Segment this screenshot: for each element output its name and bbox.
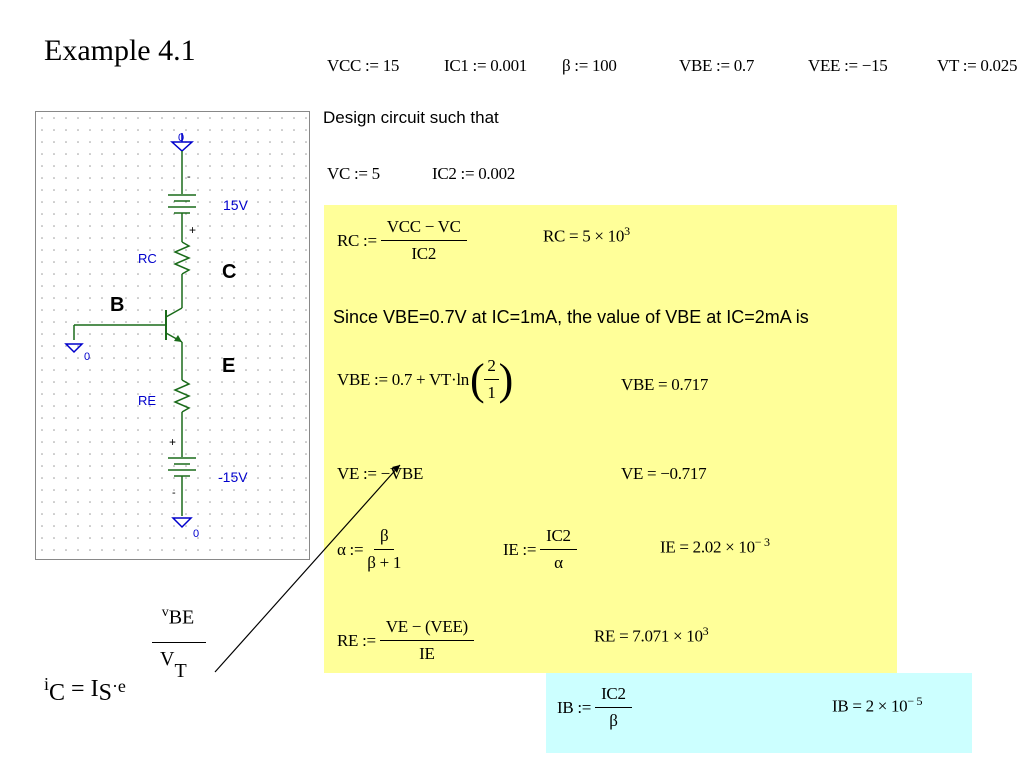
equation-exponent-den: VT (160, 648, 187, 682)
re-result: RE = 7.071 × 103 (594, 624, 709, 646)
vee-plus-sign: + (169, 435, 176, 449)
bottom-ground-symbol: 0 (171, 517, 199, 540)
ib-region (546, 673, 972, 753)
re-label: RE (138, 393, 156, 408)
arrow-line (214, 464, 401, 673)
base-ground-label: 0 (84, 351, 90, 363)
equation-exponent-num: vBE (161, 605, 195, 629)
design-vc: VC := 5 (327, 164, 380, 183)
bottom-ground-label: 0 (193, 528, 199, 540)
given-vbe: VBE := 0.7 (679, 56, 755, 75)
node-label-e: E (222, 355, 236, 377)
schematic-svg: 0 - 15V + RC 0 (36, 112, 309, 559)
vee-minus-sign: - (172, 487, 176, 499)
top-ground-label: 0 (178, 132, 184, 144)
rc-result: RC = 5 × 103 (543, 224, 630, 246)
rc-resistor (173, 241, 191, 275)
since-text: Since VBE=0.7V at IC=1mA, the value of V… (333, 307, 809, 327)
ie-result: IE = 2.02 × 10− 3 (660, 535, 770, 557)
given-vt: VT := 0.025 (937, 56, 1018, 75)
given-vcc: VCC := 15 (327, 56, 400, 75)
vbe-result: VBE = 0.717 (621, 375, 709, 394)
vee-label: -15V (218, 469, 248, 485)
vcc-label: 15V (223, 197, 249, 213)
given-ic1: IC1 := 0.001 (444, 56, 527, 75)
page-title: Example 4.1 (44, 34, 196, 67)
rc-label: RC (138, 251, 157, 266)
node-label-b: B (110, 294, 125, 316)
calc-region (324, 205, 897, 673)
vcc-plus-sign: + (189, 223, 196, 237)
design-ic2: IC2 := 0.002 (432, 164, 515, 183)
ib-result: IB = 2 × 10− 5 (832, 694, 923, 716)
arrow-head (392, 465, 400, 473)
re-formula: RE := VE − (VEE)IE (337, 617, 478, 664)
equation-fraction-bar (152, 642, 206, 643)
given-vee: VEE := −15 (808, 56, 888, 75)
equation-main: iC = IS·e (44, 674, 126, 706)
design-text: Design circuit such that (323, 108, 499, 127)
node-label-c: C (222, 261, 237, 283)
ve-result: VE = −0.717 (621, 464, 707, 483)
schematic-panel: 0 - 15V + RC 0 (35, 111, 310, 560)
top-ground-symbol: 0 (170, 132, 194, 153)
vcc-minus-sign: - (187, 171, 191, 183)
vee-battery (168, 457, 196, 477)
ve-formula: VE := −VBE (337, 464, 424, 483)
base-ground-symbol: 0 (64, 343, 90, 363)
given-beta: β := 100 (562, 56, 617, 75)
re-resistor (173, 379, 191, 413)
grid-dots (36, 112, 309, 559)
